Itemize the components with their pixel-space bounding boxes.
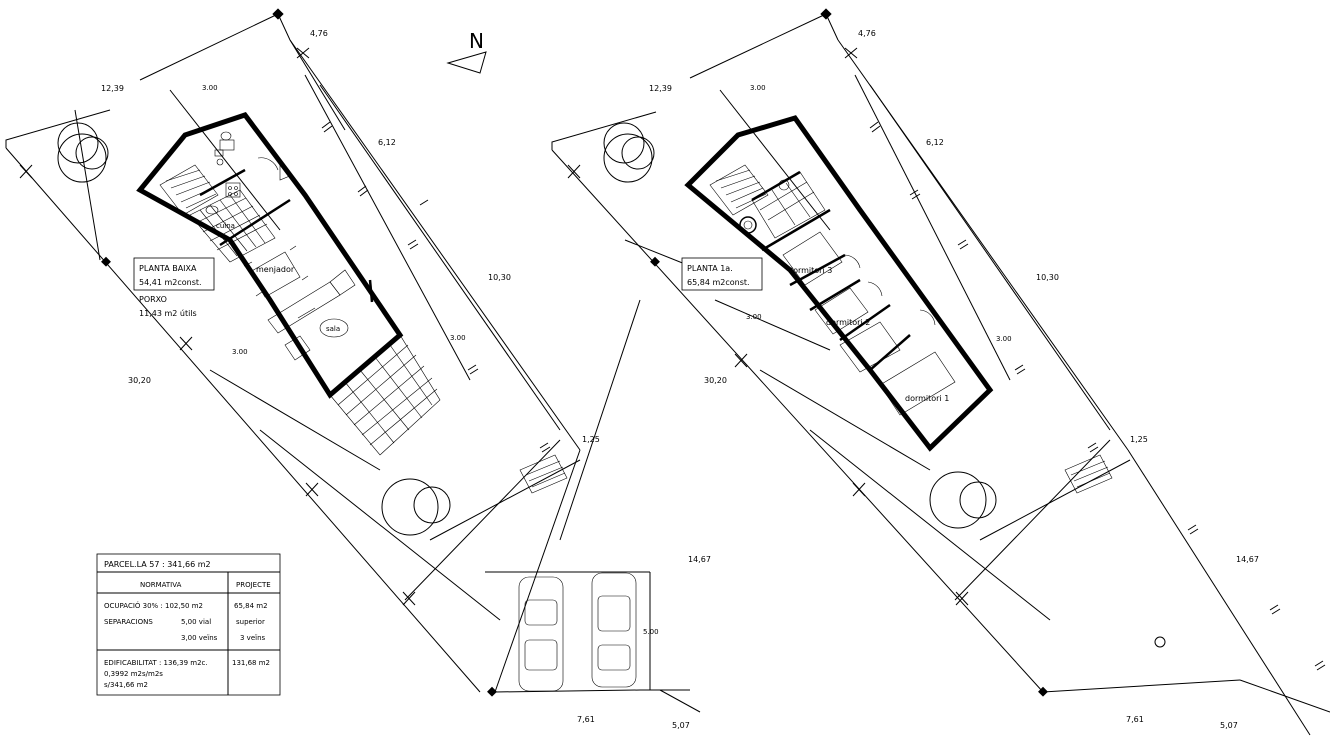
right-plan-area: 65,84 m2const. (687, 278, 750, 287)
north-arrow: N (446, 29, 487, 74)
right-bathroom (739, 171, 826, 239)
left-plot-boundary (5, 13, 701, 713)
left-dim-3-00-left: 3.00 (232, 348, 248, 356)
table-edif-2: 0,3992 m2s/m2s (104, 670, 163, 678)
left-entrance-steps (519, 454, 568, 494)
left-dim-3-00-right: 3.00 (450, 334, 466, 342)
right-bed-2 (814, 287, 901, 373)
room-dormitori-1: dormitori 1 (905, 394, 949, 403)
left-dim-4-76: 4,76 (310, 29, 328, 38)
right-dim-6-12: 6,12 (926, 138, 944, 147)
right-dim-30-20: 30,20 (704, 376, 727, 385)
left-dining-table (243, 245, 309, 298)
left-car-2 (591, 572, 637, 688)
room-menjador: menjador (256, 265, 295, 274)
left-plan-title-box (133, 257, 215, 291)
right-tree-top (603, 122, 655, 183)
right-plot-boundary (551, 13, 1330, 736)
porxo-area: 11,43 m2 útils (139, 309, 197, 318)
right-plan-title: PLANTA 1a. (687, 264, 733, 273)
left-dim-3-00-top: 3.00 (202, 84, 218, 92)
right-dim-10-30: 10,30 (1036, 273, 1059, 282)
right-dim-4-76: 4,76 (858, 29, 876, 38)
room-dormitori-2: dormitori 2 (826, 318, 870, 327)
left-dim-14-67: 14,67 (688, 555, 711, 564)
table-edif-value: 131,68 m2 (232, 659, 270, 667)
table-sep-3veins: 3 veïns (240, 634, 266, 642)
table-ocupacio: OCUPACIÓ 30% : 102,50 m2 (104, 601, 203, 610)
left-dim-5-00: 5.00 (643, 628, 659, 636)
left-plan-area: 54,41 m2const. (139, 278, 202, 287)
room-dormitori-3: dormitori 3 (788, 266, 832, 275)
right-entrance-steps (1064, 454, 1113, 494)
north-label: N (469, 29, 484, 53)
right-dim-5-07: 5,07 (1220, 721, 1238, 730)
right-small-circle (1154, 636, 1166, 648)
right-dim-1-25: 1,25 (1130, 435, 1148, 444)
left-kitchen-tiles (189, 189, 276, 263)
room-cuina: cuina (216, 222, 235, 230)
right-plan-title-box (681, 257, 763, 291)
left-plan-title: PLANTA BAIXA (139, 264, 197, 273)
left-car-1 (518, 576, 564, 692)
left-dim-6-12: 6,12 (378, 138, 396, 147)
sala-table (319, 318, 349, 338)
left-sofa (267, 269, 356, 361)
right-plan: 4,76 12,39 3.00 6,12 10,30 3.00 3.00 30,… (551, 8, 1330, 736)
right-dim-14-67: 14,67 (1236, 555, 1259, 564)
right-stair (709, 164, 769, 216)
left-stair (159, 164, 219, 216)
room-sala: sala (326, 325, 340, 333)
right-dim-3-00-right: 3.00 (996, 335, 1012, 343)
left-house-walls (136, 112, 404, 399)
right-bed-3 (782, 231, 843, 286)
table-sep-superior: superior (236, 618, 265, 626)
left-dim-30-20: 30,20 (128, 376, 151, 385)
left-bathroom (205, 131, 293, 215)
right-tree-bottom (929, 471, 997, 529)
table-edif-1: EDIFICABILITAT : 136,39 m2c. (104, 659, 208, 667)
right-bed-1 (879, 351, 956, 416)
table-sep-veins: 3,00 veïns (181, 634, 218, 642)
parcel-table: PARCEL.LA 57 : 341,66 m2 NORMATIVA PROJE… (96, 553, 281, 696)
left-dim-7-61: 7,61 (577, 715, 595, 724)
table-separacions: SEPARACIONS (104, 618, 153, 626)
left-dim-1-25: 1,25 (582, 435, 600, 444)
table-sep-vial: 5,00 vial (181, 618, 211, 626)
table-ocupacio-value: 65,84 m2 (234, 602, 268, 610)
table-col-normativa: NORMATIVA (140, 581, 182, 589)
table-header: PARCEL.LA 57 : 341,66 m2 (104, 560, 211, 569)
right-dim-3-00-left: 3.00 (746, 313, 762, 321)
left-tree-top (57, 122, 109, 183)
right-dim-3-00-top: 3.00 (750, 84, 766, 92)
porxo-label: PORXO (139, 295, 167, 304)
left-tree-bottom (381, 478, 451, 536)
left-dim-10-30: 10,30 (488, 273, 511, 282)
table-edif-3: s/341,66 m2 (104, 681, 148, 689)
left-porch-tiles (329, 334, 441, 456)
table-col-projecte: PROJECTE (236, 581, 271, 589)
right-doors (844, 254, 936, 326)
left-dim-5-07: 5,07 (672, 721, 690, 730)
left-dim-12-39: 12,39 (101, 84, 124, 93)
right-dim-12-39: 12,39 (649, 84, 672, 93)
right-dim-7-61: 7,61 (1126, 715, 1144, 724)
